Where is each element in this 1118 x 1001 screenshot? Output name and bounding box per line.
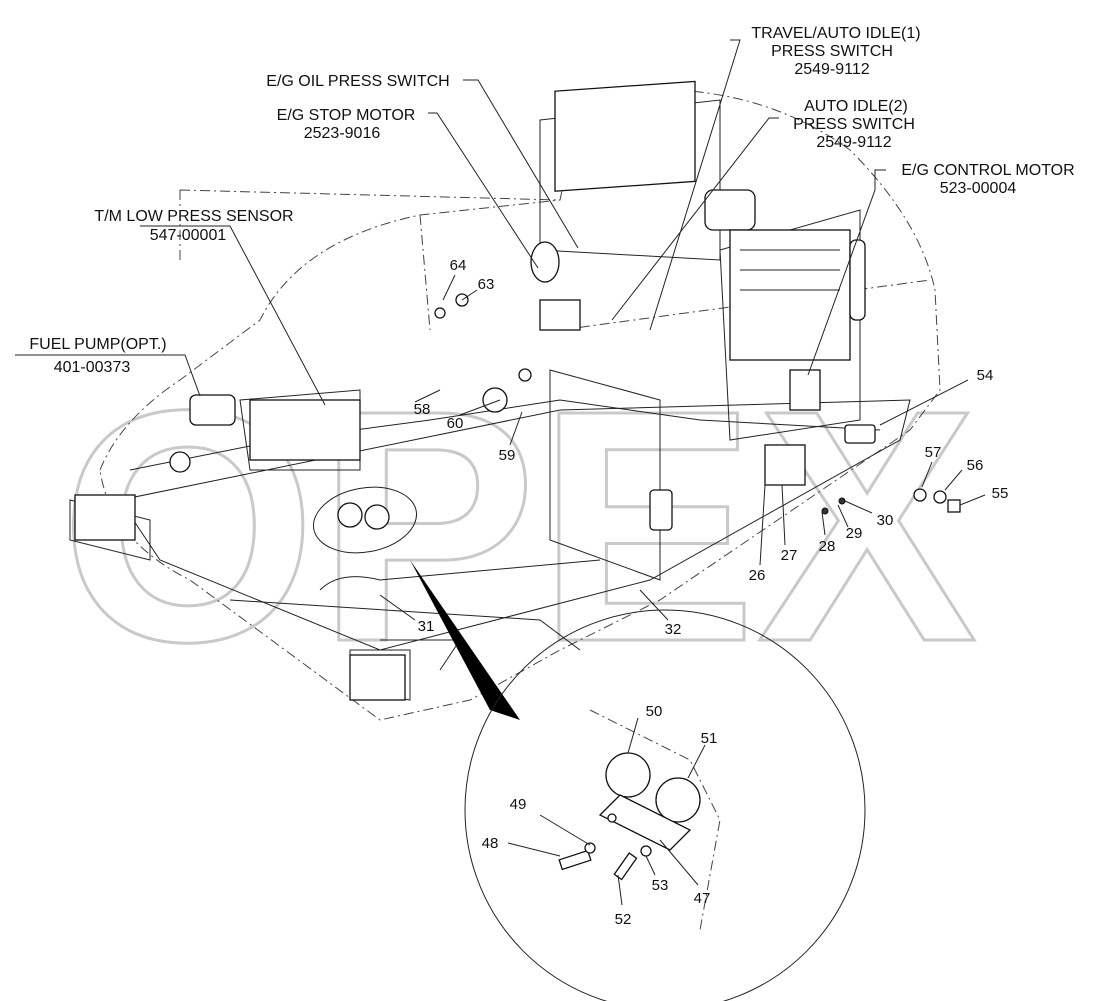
zoom-ellipse xyxy=(312,486,418,554)
label-auto-idle-2-type: PRESS SWITCH xyxy=(793,116,915,133)
callout-50: 50 xyxy=(646,703,663,720)
engine-assembly xyxy=(74,80,961,701)
label-auto-idle-2-part: 2549-9112 xyxy=(816,134,891,151)
lamp-left-icon xyxy=(74,494,136,541)
callout-53: 53 xyxy=(652,877,669,894)
label-tm-low-press-sensor: T/M LOW PRESS SENSOR xyxy=(94,208,293,225)
zoom-pointer xyxy=(410,560,520,720)
fuel-pump-icon xyxy=(189,394,236,426)
callout-56: 56 xyxy=(967,457,984,474)
detail-view xyxy=(312,486,866,1001)
callout-59: 59 xyxy=(499,447,516,464)
detail-circle xyxy=(464,609,866,1001)
callout-26: 26 xyxy=(749,567,766,584)
callout-54: 54 xyxy=(977,367,994,384)
callout-58: 58 xyxy=(414,401,431,418)
callout-49: 49 xyxy=(510,796,527,813)
callout-27: 27 xyxy=(781,547,798,564)
callout-60: 60 xyxy=(447,415,464,432)
label-eg-stop-motor: E/G STOP MOTOR xyxy=(277,107,416,124)
label-eg-stop-motor-part: 2523-9016 xyxy=(304,125,381,142)
label-travel-auto-idle-1: TRAVEL/AUTO IDLE(1) xyxy=(751,25,920,42)
connector-54-icon xyxy=(844,424,876,444)
valve-block-icon xyxy=(249,399,361,461)
callout-31: 31 xyxy=(418,618,435,635)
label-eg-oil-press-switch: E/G OIL PRESS SWITCH xyxy=(266,73,449,90)
label-fuel-pump: FUEL PUMP(OPT.) xyxy=(29,336,166,353)
callout-51: 51 xyxy=(701,730,718,747)
label-tm-low-press-sensor-part: 547-00001 xyxy=(150,227,227,244)
horn-51-icon xyxy=(655,777,701,823)
label-travel-auto-idle-1-part: 2549-9112 xyxy=(794,61,869,78)
callout-29: 29 xyxy=(846,525,863,542)
callout-48: 48 xyxy=(482,835,499,852)
callout-63: 63 xyxy=(478,276,495,293)
label-auto-idle-2: AUTO IDLE(2) xyxy=(804,98,908,115)
callout-64: 64 xyxy=(450,257,467,274)
stop-motor-icon xyxy=(530,241,560,283)
lamp-right-icon xyxy=(349,654,406,701)
label-travel-auto-idle-1-type: PRESS SWITCH xyxy=(771,43,893,60)
callout-32: 32 xyxy=(665,621,682,638)
label-eg-control-motor-part: 523-00004 xyxy=(940,180,1017,197)
callout-47: 47 xyxy=(694,890,711,907)
relay-27-icon xyxy=(764,444,806,486)
pressure-sensor-icon xyxy=(649,489,673,531)
label-fuel-pump-part: 401-00373 xyxy=(54,359,131,376)
callout-55: 55 xyxy=(992,485,1009,502)
leader-lines xyxy=(15,39,986,906)
callout-28: 28 xyxy=(819,538,836,555)
callout-57: 57 xyxy=(925,444,942,461)
horn-50-icon xyxy=(605,752,651,798)
callout-30: 30 xyxy=(877,512,894,529)
callout-52: 52 xyxy=(615,911,632,928)
label-eg-control-motor: E/G CONTROL MOTOR xyxy=(901,162,1074,179)
bracket-47-icon xyxy=(598,794,692,851)
